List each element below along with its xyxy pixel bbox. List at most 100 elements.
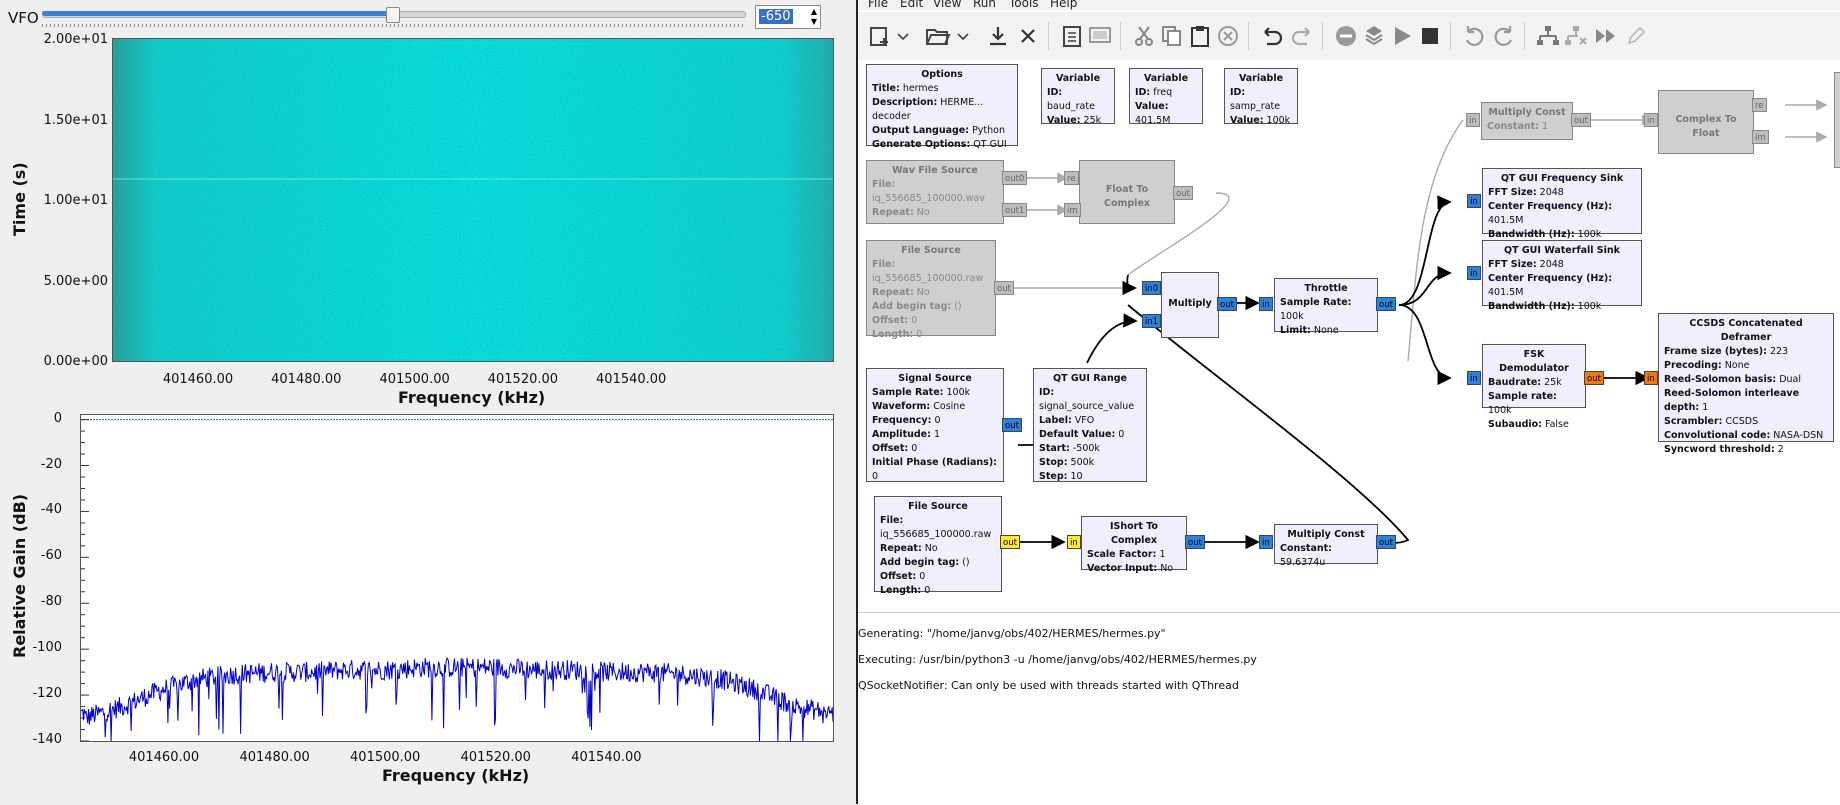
find-block-icon[interactable] — [1534, 22, 1562, 50]
menu-edit[interactable]: Edit — [900, 0, 924, 10]
spectrum-ytick: -100 — [32, 640, 62, 656]
block-float-to-complex[interactable]: Float To Complex — [1079, 160, 1175, 224]
block-multiply-const-disabled[interactable]: Multiply Const Constant: 1 — [1481, 102, 1573, 140]
port-out[interactable]: out — [1376, 535, 1396, 549]
menu-view[interactable]: View — [933, 0, 962, 10]
console-line: Executing: /usr/bin/python3 -u /home/jan… — [858, 653, 1257, 666]
spectrum-xtick: 401480.00 — [239, 750, 310, 765]
port-out[interactable]: out — [1376, 297, 1396, 311]
port-out0[interactable]: out0 — [1002, 171, 1028, 185]
block-options[interactable]: Options Title: hermes Description: HERME… — [866, 64, 1018, 150]
block-variable-freq[interactable]: Variable ID: freq Value: 401.5M — [1129, 68, 1203, 126]
port-in[interactable]: in — [1067, 535, 1081, 549]
block-variable-samp-rate[interactable]: Variable ID: samp_rate Value: 100k — [1224, 68, 1298, 126]
rotate-ccw-icon[interactable] — [1460, 22, 1488, 50]
block-fsk-demodulator[interactable]: FSK Demodulator Baudrate: 25k Sample rat… — [1482, 344, 1586, 430]
grc-window: File Edit View Run Tools Help — [858, 0, 1840, 805]
run-icon[interactable] — [1388, 22, 1416, 50]
waterfall-ytick: 2.00e+01 — [43, 32, 108, 47]
menu-tools[interactable]: Tools — [1009, 0, 1039, 10]
vfo-slider-ticks — [42, 24, 744, 27]
block-variable-baud-rate[interactable]: Variable ID: baud_rate Value: 25k — [1041, 68, 1115, 126]
spin-up-icon[interactable]: ▲ — [810, 7, 817, 16]
spectrum-plot[interactable] — [80, 414, 834, 742]
menu-run[interactable]: Run — [973, 0, 997, 10]
open-icon[interactable] — [924, 22, 952, 50]
dropdown-icon[interactable] — [954, 22, 972, 50]
screenshot-icon[interactable] — [1086, 22, 1114, 50]
block-file-source-disabled[interactable]: File Source File: iq_556685_100000.raw R… — [866, 240, 996, 340]
menu-file[interactable]: File — [868, 0, 889, 10]
report-icon[interactable] — [1058, 22, 1086, 50]
block-signal-source[interactable]: Signal Source Sample Rate: 100k Waveform… — [866, 368, 1004, 482]
port-in[interactable]: in — [1467, 266, 1481, 280]
block-complex-to-float[interactable]: Complex To Float — [1658, 90, 1754, 154]
port-out[interactable]: out — [1185, 535, 1205, 549]
block-qt-gui-frequency-sink[interactable]: QT GUI Frequency Sink FFT Size: 2048 Cen… — [1482, 168, 1642, 240]
port-in[interactable]: in — [1644, 371, 1658, 385]
port-out[interactable]: out — [1217, 297, 1237, 311]
block-wav-file-source[interactable]: Wav File Source File: iq_556685_100000.w… — [866, 160, 1004, 224]
pane-divider[interactable] — [856, 0, 858, 804]
port-in[interactable]: in — [1644, 113, 1658, 127]
paste-icon[interactable] — [1186, 22, 1214, 50]
menu-help[interactable]: Help — [1050, 0, 1078, 10]
port-in1[interactable]: in1 — [1142, 314, 1162, 328]
waterfall-xtick: 401500.00 — [379, 372, 450, 387]
more-icon[interactable] — [1592, 22, 1620, 50]
block-multiply[interactable]: Multiply — [1161, 272, 1219, 338]
port-out[interactable]: out — [1173, 186, 1193, 200]
rotate-cw-icon[interactable] — [1490, 22, 1518, 50]
port-in[interactable]: in — [1259, 297, 1273, 311]
bypass-icon[interactable] — [1360, 22, 1388, 50]
block-throttle[interactable]: Throttle Sample Rate: 100k Limit: None — [1274, 278, 1378, 336]
port-re[interactable]: re — [1752, 98, 1767, 112]
block-multiply-const[interactable]: Multiply Const Constant: 59.6374u — [1274, 524, 1378, 568]
dropdown-icon[interactable] — [894, 22, 912, 50]
redo-icon[interactable] — [1288, 22, 1316, 50]
port-re[interactable]: re — [1064, 171, 1079, 185]
save-icon[interactable] — [984, 22, 1012, 50]
close-icon[interactable] — [1014, 22, 1042, 50]
block-file-source[interactable]: File Source File: iq_556685_100000.raw R… — [874, 496, 1002, 596]
waterfall-plot[interactable] — [112, 38, 834, 362]
port-in[interactable]: in — [1259, 535, 1273, 549]
disable-icon[interactable] — [1332, 22, 1360, 50]
delete-icon[interactable] — [1214, 22, 1242, 50]
port-in[interactable]: in — [1467, 194, 1481, 208]
console-log[interactable]: Generating: "/home/janvg/obs/402/HERMES/… — [858, 612, 1840, 805]
remove-unused-icon[interactable] — [1562, 22, 1590, 50]
block-ishort-to-complex[interactable]: IShort To Complex Scale Factor: 1 Vector… — [1081, 516, 1187, 574]
port-out[interactable]: out — [1571, 113, 1591, 127]
port-in[interactable]: in — [1466, 113, 1480, 127]
new-icon[interactable] — [866, 22, 894, 50]
waterfall-xtick: 401540.00 — [596, 372, 667, 387]
block-qt-gui-range[interactable]: QT GUI Range ID: signal_source_value Lab… — [1033, 368, 1147, 482]
spectrum-ytick: -60 — [40, 548, 62, 564]
port-im[interactable]: im — [1064, 203, 1081, 217]
vfo-slider[interactable] — [42, 6, 746, 28]
port-in[interactable]: in — [1467, 371, 1481, 385]
stop-icon[interactable] — [1416, 22, 1444, 50]
port-im[interactable]: im — [1752, 130, 1769, 144]
port-out[interactable]: out — [1584, 371, 1604, 385]
port-out1[interactable]: out1 — [1002, 203, 1028, 217]
vfo-slider-handle[interactable] — [386, 7, 400, 23]
port-out[interactable]: out — [1000, 535, 1020, 549]
vfo-value[interactable]: -650 — [759, 9, 793, 24]
undo-icon[interactable] — [1258, 22, 1286, 50]
vfo-spinbox[interactable]: -650 ▲ ▼ — [755, 5, 821, 29]
edit-icon[interactable] — [1622, 22, 1650, 50]
copy-icon[interactable] — [1158, 22, 1186, 50]
block-offscreen[interactable] — [1834, 72, 1840, 168]
vfo-label: VFO — [8, 9, 39, 27]
block-qt-gui-waterfall-sink[interactable]: QT GUI Waterfall Sink FFT Size: 2048 Cen… — [1482, 240, 1642, 312]
port-out[interactable]: out — [994, 281, 1014, 295]
flowgraph-canvas[interactable]: Options Title: hermes Description: HERME… — [858, 60, 1840, 612]
port-out[interactable]: out — [1002, 418, 1022, 432]
cut-icon[interactable] — [1130, 22, 1158, 50]
spectrum-xtick: 401520.00 — [460, 750, 531, 765]
port-in0[interactable]: in0 — [1142, 281, 1162, 295]
spin-down-icon[interactable]: ▼ — [810, 17, 817, 26]
block-ccsds-concatenated-deframer[interactable]: CCSDS Concatenated Deframer Frame size (… — [1658, 313, 1834, 455]
